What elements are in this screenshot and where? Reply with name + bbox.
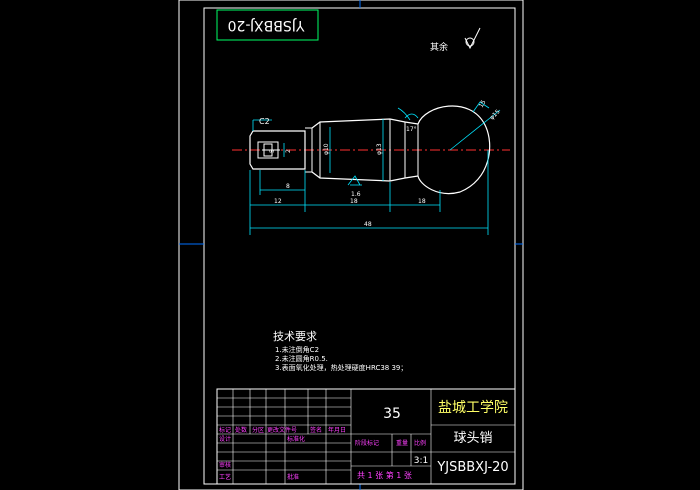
tb-h-changefile: 更改文件号: [267, 426, 297, 434]
dim-r-ball: 15: [478, 99, 488, 109]
drawing-code-text: YJSBBXJ-20: [228, 17, 306, 33]
sheet-border-outer: [178, 0, 524, 490]
roughness-label: 其余: [430, 41, 448, 53]
title-block: 标记 处数 分区 更改文件号 签名 年月日 设计 标准化 审核 工艺 批准 阶段…: [216, 388, 516, 485]
tech-notes: 技术要求 1.未注倒角C2 2.未注圆角R0.5. 3.表面氧化处理，热处理硬度…: [273, 330, 407, 372]
tb-sheets: 共 1 张 第 1 张: [357, 470, 412, 480]
tb-h-sign: 签名: [310, 426, 322, 434]
tb-part-name: 球头销: [453, 431, 492, 446]
tech-note-1: 1.未注倒角C2: [275, 345, 319, 354]
dim-len-total: 48: [364, 221, 372, 228]
tb-row-process: 工艺: [219, 473, 231, 481]
dim-roughness-a: 1.6: [351, 191, 361, 198]
dim-d-small: φ10: [323, 143, 330, 155]
dim-flat-height: 2: [285, 149, 292, 153]
dim-len-a: 12: [274, 198, 282, 205]
tb-row-design: 设计: [219, 435, 231, 443]
tb-quantity: 35: [383, 406, 401, 422]
dim-flat-width: 5: [269, 149, 276, 153]
roughness-symbol: 其余: [430, 27, 481, 53]
tech-note-3: 3.表面氧化处理，热处理硬度HRC38 39；: [275, 363, 407, 372]
part-drawing: C2 8 12 18 18 48 φ10 φ13 φ15 15 17° 1.6 …: [232, 99, 510, 235]
dim-angle: 17°: [406, 126, 417, 133]
drawing-code-box: YJSBBXJ-20: [216, 9, 319, 41]
dim-chamfer: C2: [259, 117, 270, 126]
tb-row-approve: 批准: [287, 473, 299, 481]
tb-h-zone: 分区: [252, 426, 264, 434]
dim-d-mid: φ13: [376, 143, 383, 155]
dim-len-c: 18: [418, 198, 426, 205]
tb-row-review: 审核: [219, 461, 231, 469]
tb-stage-mark: 阶段标记: [355, 439, 379, 447]
tb-h-date: 年月日: [328, 426, 346, 434]
tb-weight: 重量: [396, 439, 408, 447]
tb-drawing-no: YJSBBXJ-20: [436, 460, 508, 475]
tb-h-count: 处数: [235, 426, 247, 434]
dim-len-b: 18: [350, 198, 358, 205]
tb-row-standard: 标准化: [287, 435, 305, 443]
tb-scale-label: 比例: [414, 439, 426, 447]
tech-note-2: 2.未注圆角R0.5.: [275, 354, 328, 363]
tech-notes-title: 技术要求: [273, 330, 317, 343]
tb-h-mark: 标记: [219, 426, 231, 434]
tb-scale: 3:1: [414, 456, 428, 466]
tb-school: 盐城工学院: [438, 400, 508, 416]
dim-len-d: 8: [286, 183, 290, 190]
